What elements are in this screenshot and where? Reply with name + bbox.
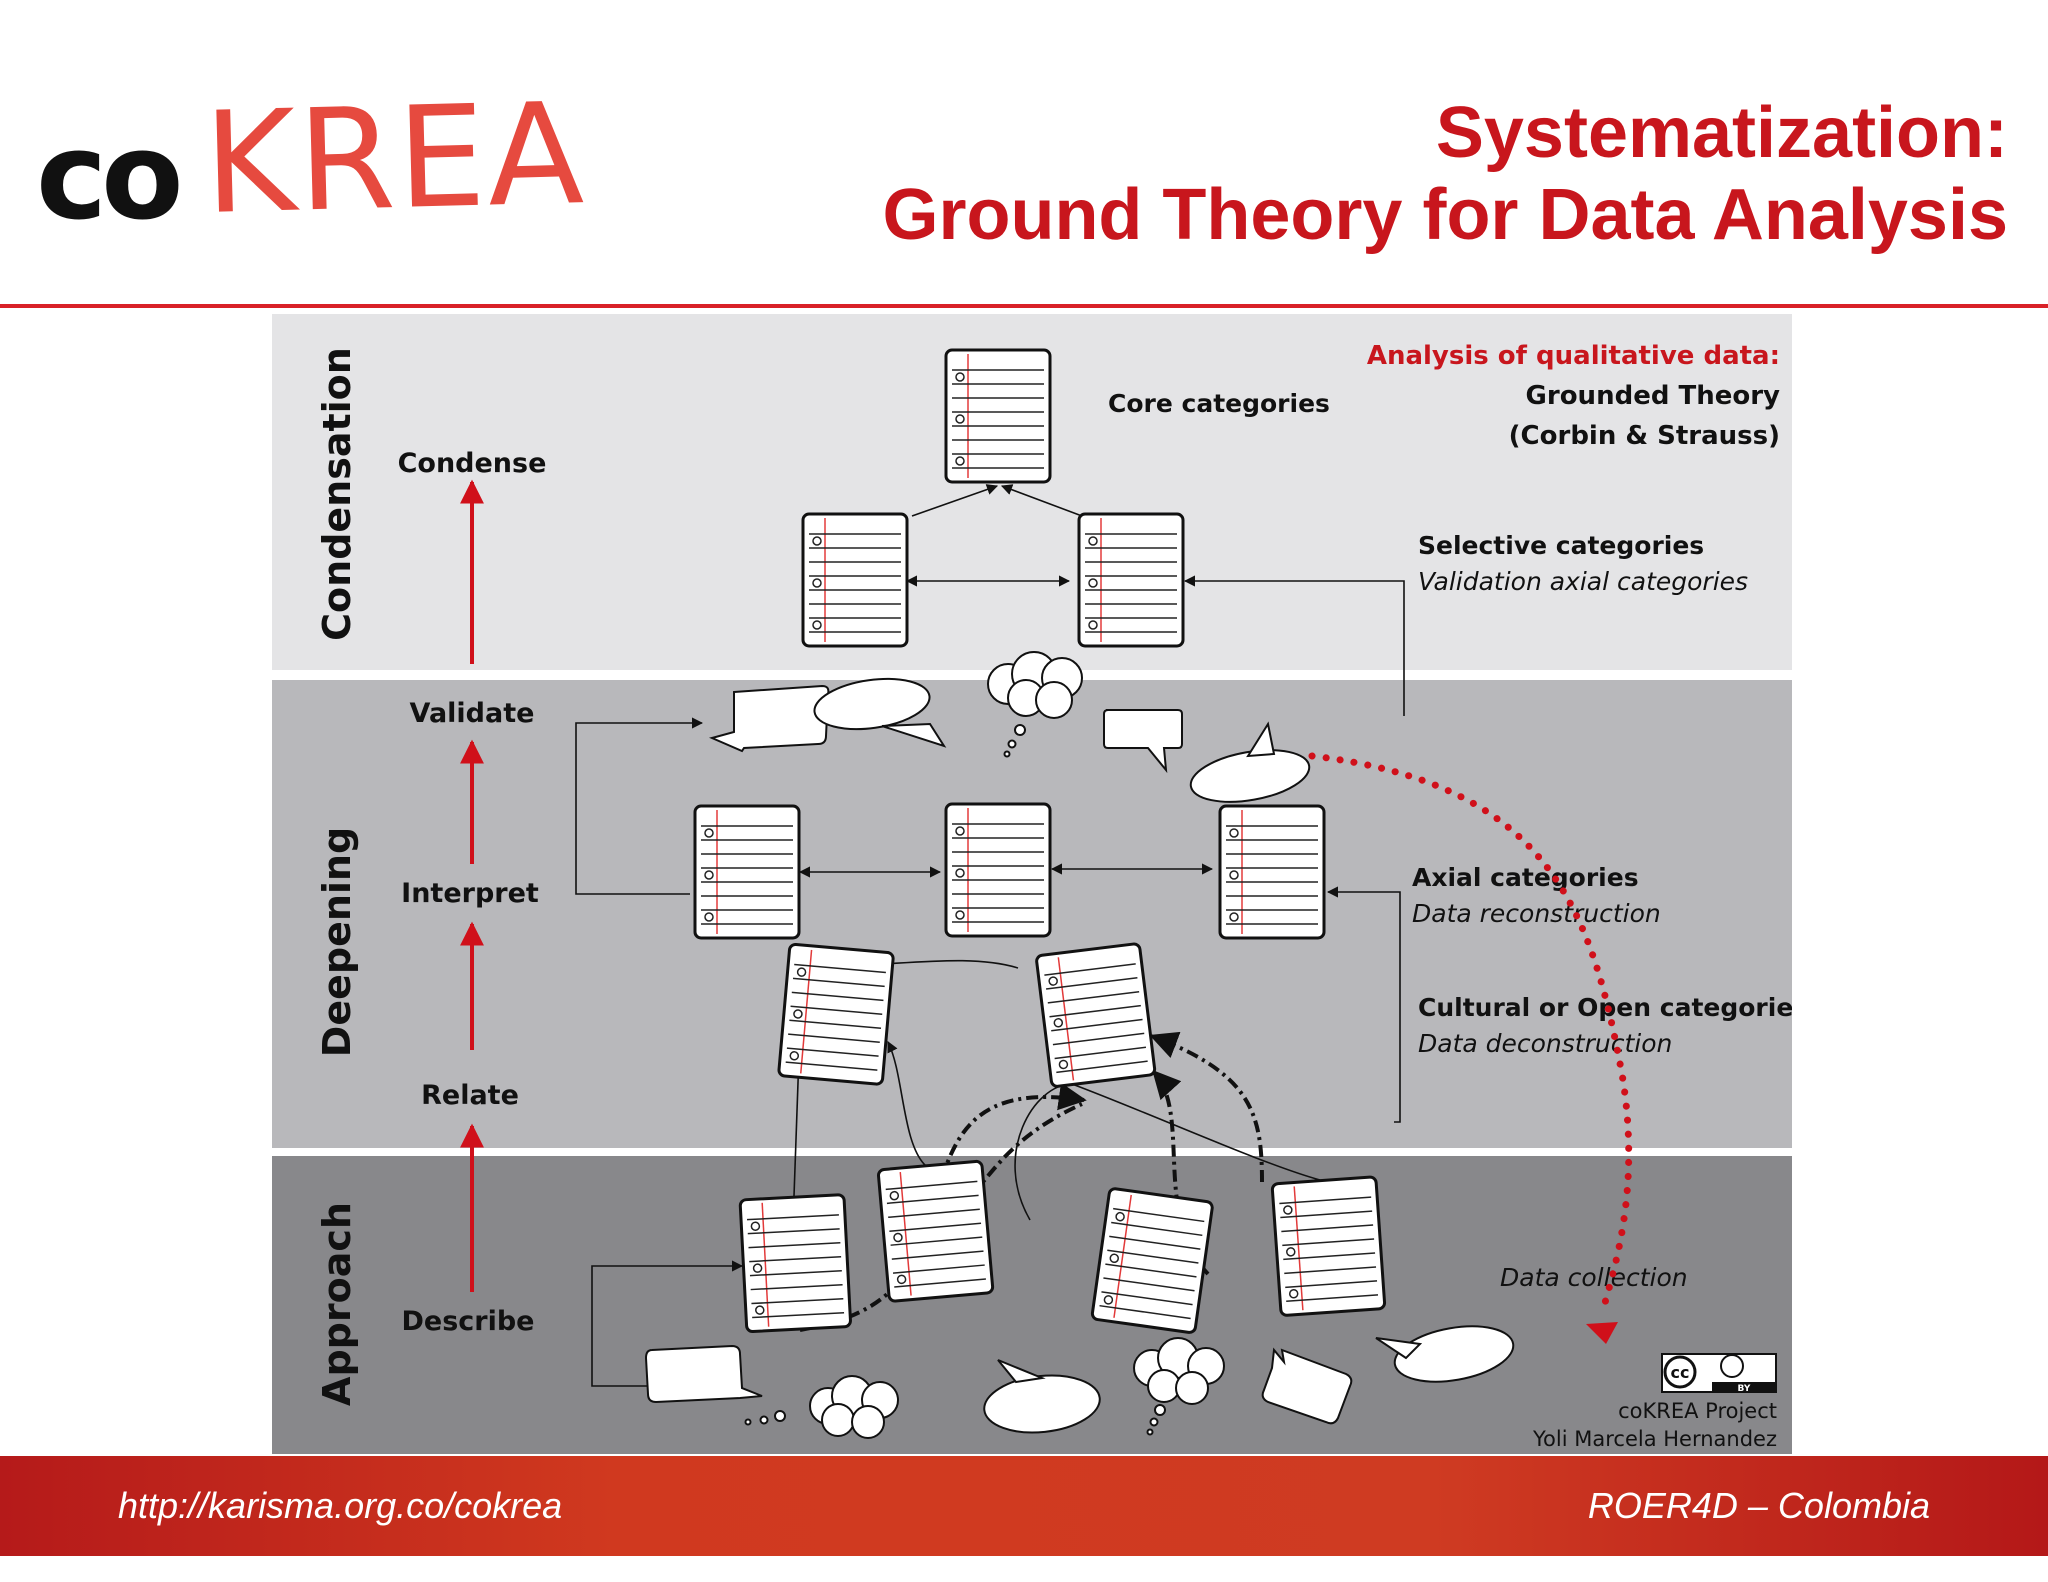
selective-categories-sub: Validation axial categories: [1418, 567, 1748, 596]
credit-line-2: Yoli Marcela Hernandez: [1532, 1427, 1777, 1451]
speech-bubbles-bottom: [644, 1325, 1515, 1439]
title-line-2: Ground Theory for Data Analysis: [882, 175, 2008, 255]
footer-bar: http://karisma.org.co/cokrea ROER4D – Co…: [0, 1456, 2048, 1556]
credit-line-1: coKREA Project: [1618, 1399, 1777, 1423]
slide-title: Systematization: Ground Theory for Data …: [882, 92, 2008, 256]
red-arrowhead: [1586, 1322, 1618, 1344]
cc-badge-text: cc: [1671, 1363, 1690, 1382]
red-dotted-curve: [1308, 752, 1633, 1318]
logo-krea-text: KREA: [201, 73, 588, 246]
by-badge-text: BY: [1738, 1384, 1751, 1394]
step-interpret: Interpret: [401, 878, 539, 909]
logo-co-text: co: [36, 108, 184, 247]
step-relate: Relate: [421, 1080, 519, 1111]
header-divider: [0, 304, 2048, 308]
band-label-approach: Approach: [315, 1202, 359, 1406]
selective-categories-label: Selective categories: [1418, 531, 1704, 560]
band-label-condensation: Condensation: [315, 347, 359, 641]
cc-by-badge: cc BY: [1661, 1353, 1777, 1394]
band-label-deepening: Deepening: [315, 827, 359, 1057]
footer-url: http://karisma.org.co/cokrea: [118, 1485, 563, 1526]
step-describe: Describe: [401, 1306, 534, 1337]
core-categories-label: Core categories: [1108, 389, 1330, 418]
grounded-theory-diagram: Condensation Deepening Approach Condense…: [272, 314, 1792, 1454]
axial-categories-sub: Data reconstruction: [1412, 899, 1661, 928]
open-categories-sub: Data deconstruction: [1418, 1029, 1672, 1058]
title-line-1: Systematization:: [1435, 93, 2008, 173]
footer-region: ROER4D – Colombia: [1587, 1485, 1930, 1526]
step-condense: Condense: [398, 448, 547, 479]
analysis-line-2: Grounded Theory: [1526, 381, 1781, 411]
cokrea-logo: co KREA: [36, 73, 587, 247]
analysis-line-3: (Corbin & Strauss): [1509, 421, 1780, 451]
axial-categories-label: Axial categories: [1412, 863, 1639, 892]
data-collection-label: Data collection: [1500, 1263, 1688, 1292]
analysis-heading: Analysis of qualitative data:: [1367, 341, 1780, 371]
speech-bubbles: [708, 651, 1311, 803]
step-validate: Validate: [410, 698, 535, 729]
